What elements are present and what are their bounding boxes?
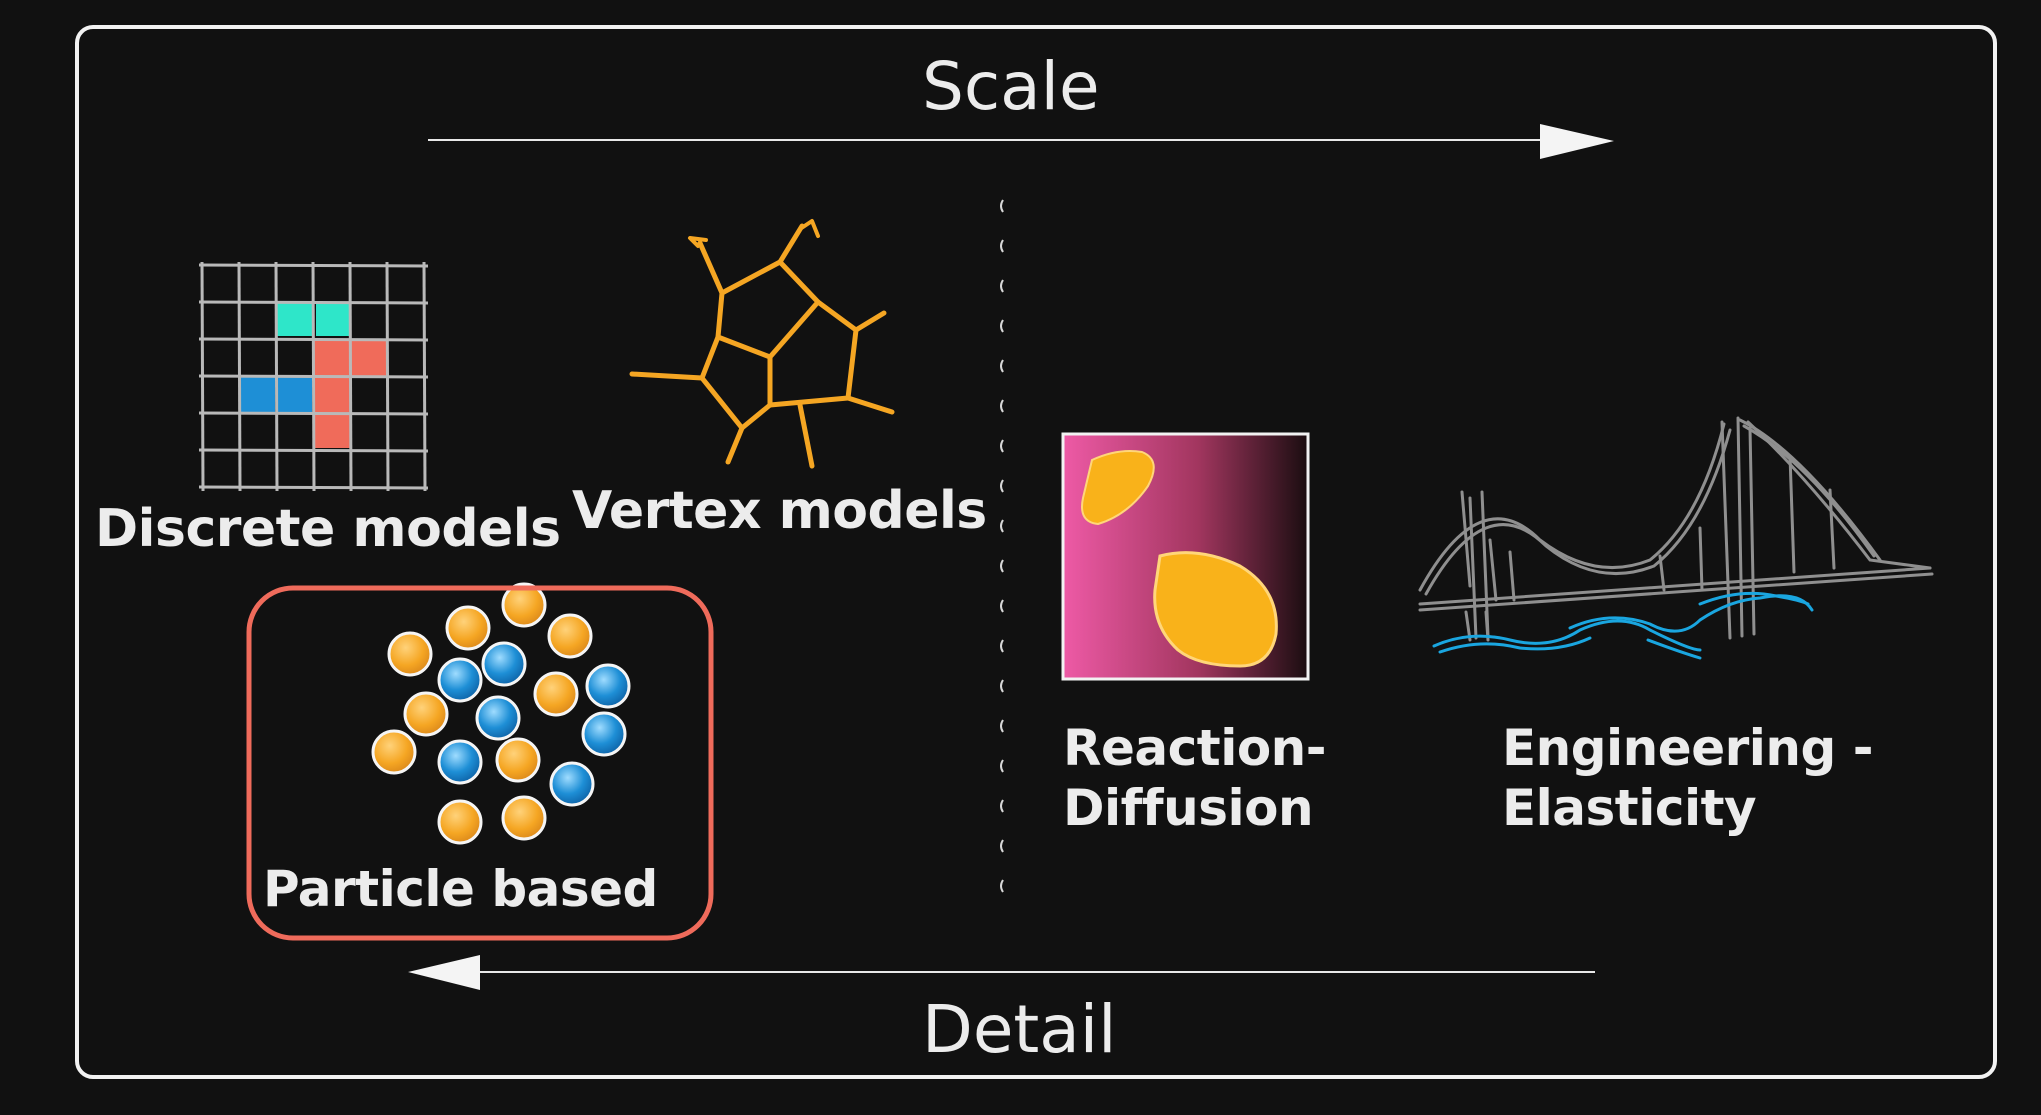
blue-particle xyxy=(585,663,631,709)
outer-frame xyxy=(75,25,1997,1079)
scale-arrow xyxy=(428,124,1614,159)
axis-label-scale: Scale xyxy=(922,48,1100,125)
reaction-diffusion-icon xyxy=(1061,432,1310,681)
particle-highlight-box xyxy=(246,585,714,941)
blue-particle xyxy=(437,739,483,785)
label-discrete-models: Discrete models xyxy=(95,499,561,559)
orange-particle xyxy=(371,729,417,775)
vertex-network-icon xyxy=(629,219,895,469)
label-engineering-elasticity: Engineering - Elasticity xyxy=(1502,719,1873,837)
orange-particle xyxy=(533,671,579,717)
particle-cluster-icon xyxy=(371,582,631,845)
orange-particle xyxy=(437,799,483,845)
blue-particle xyxy=(475,695,521,741)
separator-line xyxy=(1000,199,1004,893)
orange-particle xyxy=(445,605,491,651)
grid-icon xyxy=(198,261,429,492)
orange-particle xyxy=(501,582,547,628)
axis-label-detail: Detail xyxy=(922,991,1117,1068)
orange-particle xyxy=(387,631,433,677)
blue-particle xyxy=(437,657,483,703)
detail-arrow xyxy=(408,955,1595,990)
bridge-icon xyxy=(1418,416,1934,660)
orange-particle xyxy=(495,737,541,783)
blue-particle xyxy=(549,761,595,807)
label-particle-based: Particle based xyxy=(263,860,658,918)
orange-particle xyxy=(403,691,449,737)
orange-particle xyxy=(501,795,547,841)
blue-particle xyxy=(481,641,527,687)
label-vertex-models: Vertex models xyxy=(572,481,987,541)
orange-particle xyxy=(547,613,593,659)
label-reaction-diffusion: Reaction- Diffusion xyxy=(1063,719,1327,837)
blue-particle xyxy=(581,711,627,757)
